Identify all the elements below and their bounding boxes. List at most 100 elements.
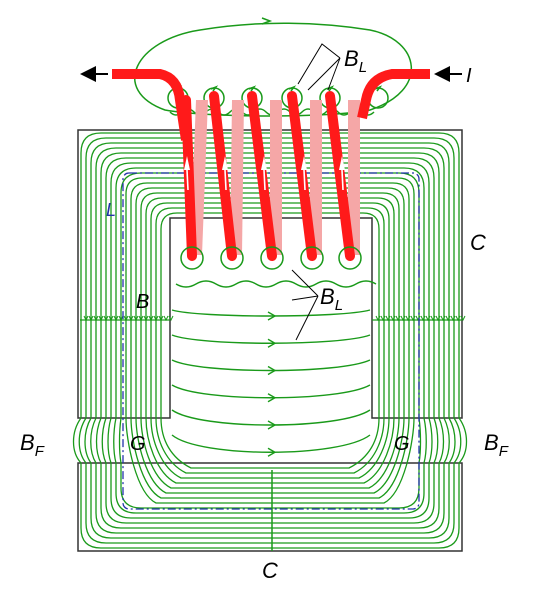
current-arrow-shaft <box>263 169 266 191</box>
core-left-label: L <box>106 200 116 220</box>
core-flux-line <box>145 197 395 484</box>
leakage-top-label: BL <box>344 46 367 76</box>
current-arrow-shaft <box>341 169 344 191</box>
leakage-loop <box>220 246 244 270</box>
side-flux-tick <box>168 315 174 322</box>
window-leakage-arrow <box>267 393 277 403</box>
field-label: B <box>136 291 149 313</box>
side-flux-tick <box>425 315 431 322</box>
winding <box>112 69 430 261</box>
side-flux-tick <box>440 315 446 322</box>
side-flux-tick <box>83 315 89 322</box>
side-flux-tick <box>460 315 466 322</box>
current-arrow-marker <box>301 156 307 170</box>
side-flux-tick <box>143 315 149 322</box>
window-leakage-arrow <box>267 365 277 376</box>
window-leakage-line <box>171 334 371 344</box>
core-flux-line <box>135 187 405 494</box>
core-bottom-label: C <box>262 558 278 583</box>
mean-path-dashdot <box>122 172 420 510</box>
window-leakage-line <box>171 384 371 399</box>
side-flux-tick <box>415 315 421 322</box>
side-flux-tick <box>390 315 396 322</box>
core-field-lines <box>72 132 468 551</box>
side-flux-tick <box>128 315 134 322</box>
leakage-loop <box>180 246 204 270</box>
leader-lines <box>291 43 341 341</box>
leakage-loop-arrow <box>210 85 219 92</box>
leakage-loop-arrow <box>288 85 297 92</box>
core-flux-line <box>125 177 415 504</box>
leakage-loop-arrow <box>374 85 383 92</box>
core-flux-line <box>107 162 433 519</box>
lead-out <box>112 69 191 141</box>
winding-shadow <box>270 100 282 255</box>
core-flux-line <box>90 147 450 534</box>
current-arrow-marker <box>339 156 345 170</box>
fringe-right-label: BF <box>484 430 509 460</box>
core-flux-line <box>130 182 410 499</box>
core-flux-line <box>95 152 445 529</box>
side-flux-tick <box>108 315 114 322</box>
winding-shadow <box>348 100 360 255</box>
core-flux-line <box>101 157 439 524</box>
side-flux-tick <box>375 315 381 322</box>
side-flux-tick <box>98 315 104 322</box>
core-outline <box>77 129 463 552</box>
window-leakage-line <box>171 409 371 426</box>
side-flux-tick <box>405 315 411 322</box>
side-flux-tick <box>420 315 426 322</box>
current-arrow-shaft <box>303 169 306 191</box>
winding-turn <box>209 91 237 261</box>
gap-right-label: G <box>394 433 410 455</box>
side-flux-tick <box>138 315 144 322</box>
core-flux-line <box>113 167 427 514</box>
side-flux-tick <box>103 315 109 322</box>
core-flux-line <box>72 132 468 549</box>
window-leakage-line <box>171 359 371 372</box>
current-arrow-marker <box>261 156 267 170</box>
winding-turn <box>287 91 317 261</box>
side-flux-tick <box>395 315 401 322</box>
side-flux-tick <box>153 315 159 322</box>
window-leakage-lines <box>171 280 377 457</box>
leakage-loop <box>300 246 324 270</box>
window-leakage-line <box>171 434 371 453</box>
side-flux-tick <box>450 315 456 322</box>
current-arrow-marker <box>222 156 228 170</box>
side-flux-tick <box>380 315 386 322</box>
window-leakage-line <box>171 309 371 317</box>
side-flux-tick <box>430 315 436 322</box>
leakage-loop <box>260 246 284 270</box>
current-arrow-marker <box>184 156 190 170</box>
top-leakage-loop <box>134 17 413 117</box>
side-flux-tick <box>163 315 169 322</box>
leakage-wave <box>175 280 377 288</box>
current-arrow-shaft <box>186 169 189 191</box>
side-flux-tick <box>400 315 406 322</box>
gap-left-label: G <box>130 433 146 455</box>
side-flux-tick <box>118 315 124 322</box>
side-flux-tick <box>88 315 94 322</box>
window-leakage-arrow <box>267 311 277 321</box>
window-leakage-arrow <box>267 447 277 457</box>
side-flux-tick <box>133 315 139 322</box>
core-flux-line <box>140 192 400 489</box>
lead-in <box>357 69 430 120</box>
core-flux-line <box>84 142 456 539</box>
leakage-loop-arrow <box>248 85 257 92</box>
window-leakage-arrow <box>267 420 277 430</box>
fringe-left-label: BF <box>20 430 45 460</box>
current-arrow-shaft <box>224 169 227 191</box>
side-flux-tick <box>435 315 441 322</box>
winding-turn <box>247 91 277 261</box>
side-flux-tick <box>385 315 391 322</box>
side-flux-tick <box>93 315 99 322</box>
winding-turn <box>325 91 355 261</box>
side-flux-tick <box>148 315 154 322</box>
window-leakage-arrow <box>267 338 277 348</box>
core-right-label: C <box>470 230 486 255</box>
leakage-loop <box>338 246 362 270</box>
winding-shadow <box>310 100 322 255</box>
core-flux-line <box>118 172 422 509</box>
